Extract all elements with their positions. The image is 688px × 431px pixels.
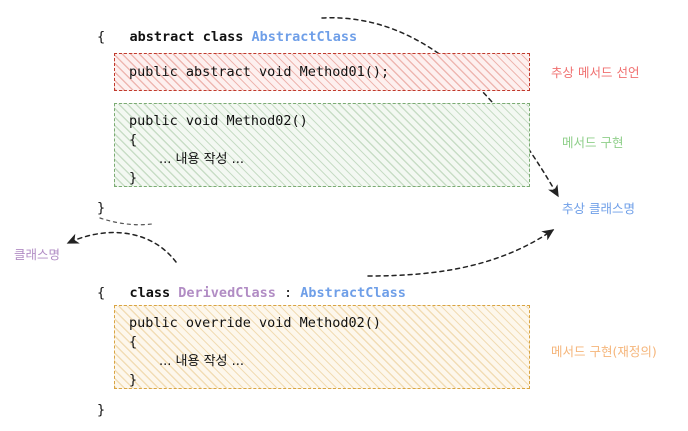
note-method-implementation-override: 메서드 구현(재정의) xyxy=(551,344,657,359)
note-abstract-method-declaration: 추상 메서드 선언 xyxy=(551,65,640,80)
implemented-method-open-brace: { xyxy=(129,132,138,148)
arrow-abstract-close-tail xyxy=(99,217,153,226)
abstract-keyword: abstract xyxy=(129,29,195,45)
override-method-signature: public override void Method02() xyxy=(129,315,381,331)
note-method-implementation: 메서드 구현 xyxy=(562,135,624,150)
override-method-body: ... 내용 작성 ... xyxy=(159,354,245,369)
abstract-class-close-brace: } xyxy=(97,200,106,216)
note-class-name: 클래스명 xyxy=(14,247,61,262)
implemented-method-close-brace: } xyxy=(129,170,138,186)
abstract-method-box: public abstract void Method01(); xyxy=(114,53,530,91)
derived-base-class-name: AbstractClass xyxy=(300,285,406,301)
override-method-close-brace: } xyxy=(129,372,138,388)
implemented-method-signature: public void Method02() xyxy=(129,113,308,129)
implemented-method-body: ... 내용 작성 ... xyxy=(159,152,245,167)
note-abstract-class-name: 추상 클래스명 xyxy=(562,201,635,216)
abstract-class-name: AbstractClass xyxy=(251,29,358,45)
derived-class-keyword: class xyxy=(129,285,171,301)
derived-class-close-brace: } xyxy=(97,402,106,418)
derived-class-name: DerivedClass xyxy=(178,285,276,301)
arrow-derivedclass-to-label xyxy=(66,231,177,263)
derived-class-open-brace: { xyxy=(97,285,106,301)
derived-space-2 xyxy=(276,285,284,301)
decl-space-1 xyxy=(195,29,203,45)
abstract-class-open-brace: { xyxy=(97,29,106,45)
override-method-open-brace: { xyxy=(129,334,138,350)
abstract-class-declaration: abstract class AbstractClass xyxy=(97,9,358,66)
class-keyword: class xyxy=(202,29,244,45)
abstract-method-line: public abstract void Method01(); xyxy=(129,64,390,80)
derived-class-declaration: class DerivedClass : AbstractClass xyxy=(97,265,406,322)
inheritance-colon: : xyxy=(283,285,293,301)
implemented-method-box: public void Method02() { ... 내용 작성 ... } xyxy=(114,103,530,187)
override-method-box: public override void Method02() { ... 내용… xyxy=(114,305,530,389)
